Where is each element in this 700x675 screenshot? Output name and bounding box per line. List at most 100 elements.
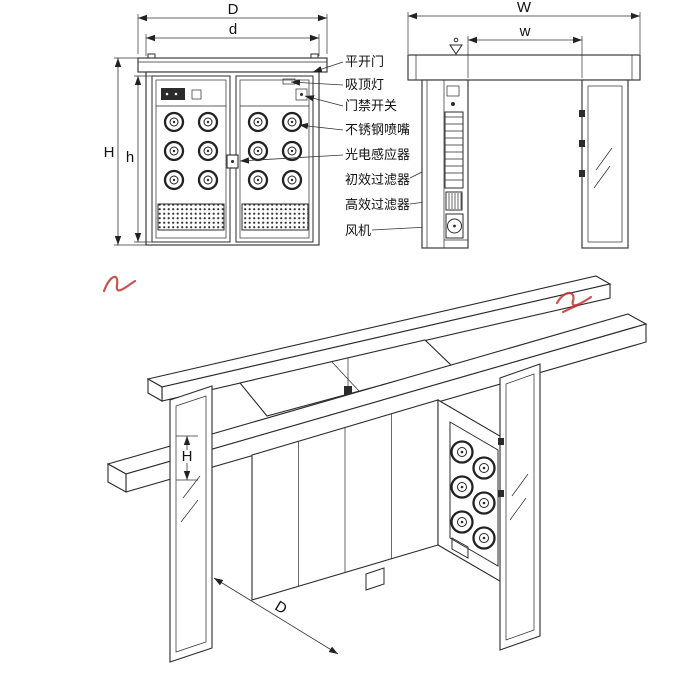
side-hepa-filter	[445, 191, 463, 211]
beam-mount-right	[310, 53, 319, 59]
dim-h-label: h	[126, 149, 134, 166]
hinge	[498, 490, 504, 497]
nozzle-dot	[206, 120, 210, 124]
hinge	[579, 110, 585, 117]
leader-photo-sensor	[239, 154, 344, 164]
switch-dot	[300, 93, 303, 96]
nozzle-dot	[290, 178, 294, 182]
callout-labels: 平开门 吸顶灯 门禁开关 不锈钢喷嘴 光电感应器 初效过滤器 高效过滤器 风机	[239, 54, 451, 238]
dim-H-label: H	[104, 144, 115, 161]
right-glass-door-frame	[505, 373, 535, 641]
side-lamp	[446, 85, 460, 97]
side-primary-filter	[444, 111, 464, 189]
leader-access-switch	[304, 95, 344, 107]
dim-w-label: w	[519, 23, 531, 40]
iso-nozzle-array	[450, 440, 496, 550]
display-dot	[165, 92, 169, 96]
iso-D-line	[213, 577, 339, 655]
leader-nozzle	[298, 122, 344, 131]
iso-H-label-bg	[180, 450, 194, 463]
side-fan-hub	[453, 224, 456, 228]
label-primary-filter: 初效过滤器	[345, 172, 410, 187]
filter-louvers	[445, 116, 463, 181]
left-door-switch	[191, 89, 202, 100]
back-rail-end-cap	[147, 378, 163, 402]
side-sensor	[451, 102, 455, 106]
beam-mount-left	[147, 53, 156, 59]
nozzle-dot	[256, 149, 260, 153]
side-fan-box	[445, 213, 464, 239]
left-door-inner-frame	[155, 79, 227, 239]
label-photo-sensor: 光电感应器	[345, 147, 410, 162]
nozzle-dot	[460, 520, 464, 524]
display-dot	[174, 92, 178, 96]
datum-mark	[449, 44, 463, 55]
nozzle-dot	[172, 178, 176, 182]
nozzle-dot	[482, 466, 486, 470]
nozzle-array-left-door	[163, 111, 219, 191]
nozzle-dot	[206, 178, 210, 182]
red-marks	[102, 275, 593, 314]
nozzle-dot	[482, 536, 486, 540]
nozzle-dot	[256, 120, 260, 124]
front-view	[137, 53, 328, 246]
nozzle-dot	[172, 149, 176, 153]
interior-nozzle-wall	[449, 421, 499, 567]
control-display	[161, 88, 185, 100]
right-glass-door	[499, 363, 541, 651]
front-rail-end-cap	[107, 463, 127, 493]
nozzle-dot	[482, 501, 486, 505]
top-beam	[137, 57, 328, 73]
glass-hatch	[593, 147, 613, 189]
label-hepa-filter: 高效过滤器	[345, 197, 410, 212]
side-beam-end-caps	[415, 55, 633, 80]
leader-ceiling-lamp	[290, 79, 344, 86]
iso-control-box	[451, 537, 469, 559]
nozzle-dot	[206, 149, 210, 153]
side-left-column-lines	[426, 80, 445, 248]
left-glass-door-frame	[175, 395, 207, 653]
dim-D-label: D	[228, 1, 239, 18]
side-fan-wheel	[447, 218, 462, 234]
dim-W-label: W	[517, 0, 532, 16]
grille-left	[157, 203, 225, 231]
nozzle-dot	[256, 178, 260, 182]
hinge	[579, 170, 585, 177]
label-ceiling-lamp: 吸顶灯	[345, 77, 384, 92]
nozzle-dot	[460, 485, 464, 489]
access-panel	[365, 567, 385, 591]
hanging-sensor	[344, 386, 352, 395]
nozzle-dot	[290, 120, 294, 124]
side-right-column	[581, 79, 629, 249]
hinge	[579, 140, 585, 147]
datum-mark-dot	[453, 37, 459, 43]
nozzle-dot	[290, 149, 294, 153]
label-fan: 风机	[345, 223, 371, 238]
nozzle-dot	[172, 120, 176, 124]
red-mark	[561, 303, 580, 314]
top-face-seam	[331, 361, 360, 392]
side-glass-door	[587, 85, 623, 243]
red-mark	[555, 291, 593, 307]
label-swing-door: 平开门	[345, 54, 384, 69]
dim-d-label: d	[229, 21, 237, 38]
glass-hatch	[509, 473, 529, 521]
side-view-dimensions: W w	[407, 0, 641, 78]
panel-seams	[298, 413, 392, 587]
hepa-pleats	[448, 193, 462, 209]
isometric-view: H D	[106, 275, 648, 663]
iso-H-label: H	[182, 448, 193, 465]
side-top-beam	[407, 54, 641, 81]
photo-sensor-dot	[231, 160, 234, 163]
hinge	[498, 438, 504, 445]
label-access-switch: 门禁开关	[345, 98, 397, 113]
label-nozzle: 不锈钢喷嘴	[345, 122, 410, 137]
grille-right	[241, 203, 309, 231]
door-access-switch	[295, 88, 308, 101]
leader-swing-door	[312, 61, 344, 73]
front-view-dimensions: D d H h	[104, 1, 328, 246]
red-mark	[102, 275, 137, 293]
side-view	[407, 37, 641, 249]
